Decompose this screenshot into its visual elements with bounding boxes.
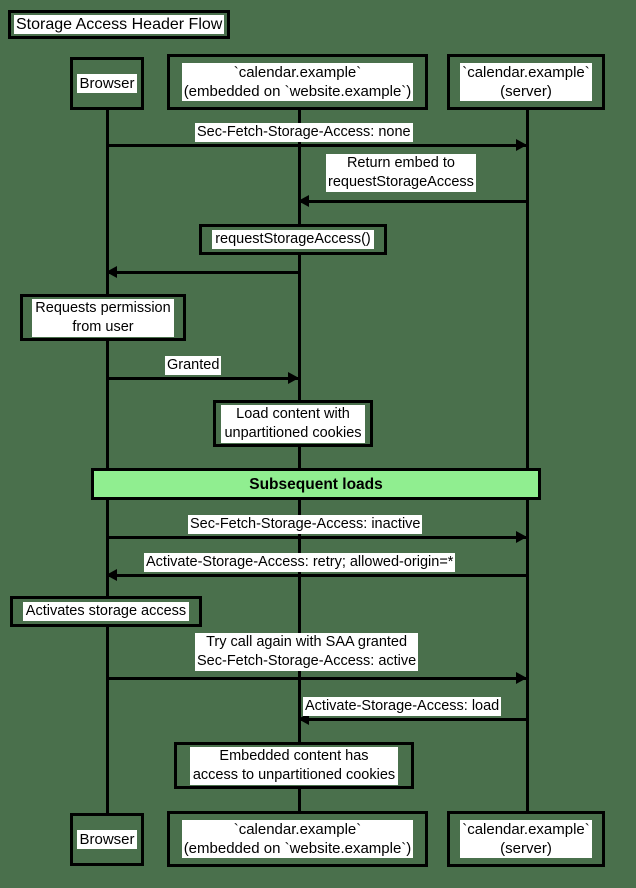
participant-header-server-label: `calendar.example` (server) [460, 63, 592, 101]
message-line-m1 [106, 144, 527, 147]
participant-header-browser[interactable]: Browser [70, 57, 144, 110]
message-line-m6 [106, 677, 527, 680]
participant-footer-server[interactable]: `calendar.example` (server) [447, 811, 605, 867]
participant-header-browser-label: Browser [77, 74, 137, 93]
message-label-m3: Granted [165, 356, 222, 375]
participant-header-embedded[interactable]: `calendar.example` (embedded on `website… [167, 54, 428, 110]
note-requests-permission: Requests permission from user [20, 294, 186, 341]
lifeline-server [526, 110, 529, 813]
message-label-m5: Activate-Storage-Access: retry; allowed-… [144, 553, 456, 572]
note-requests-permission-label: Requests permission from user [32, 298, 174, 337]
note-activates-storage-access-label: Activates storage access [22, 602, 190, 621]
note-activates-storage-access: Activates storage access [10, 596, 202, 627]
diagram-title: Storage Access Header Flow [14, 15, 225, 34]
message-arrowhead-m1 [516, 139, 527, 151]
message-line-m3 [106, 377, 299, 380]
participant-header-server[interactable]: `calendar.example` (server) [447, 54, 605, 110]
note-request-storage-access-label: requestStorageAccess() [212, 230, 374, 249]
note-request-storage-access: requestStorageAccess() [199, 224, 387, 255]
divider-subsequent-loads-label: Subsequent loads [249, 475, 383, 493]
note-load-content: Load content with unpartitioned cookies [213, 400, 373, 447]
message-label-m4: Sec-Fetch-Storage-Access: inactive [188, 515, 423, 534]
participant-footer-browser-label: Browser [77, 830, 137, 849]
participant-header-embedded-label: `calendar.example` (embedded on `website… [181, 63, 414, 101]
message-arrowhead-m2 [298, 195, 309, 207]
message-label-m2: Return embed to requestStorageAccess [326, 154, 476, 192]
participant-footer-browser[interactable]: Browser [70, 813, 144, 866]
note-embedded-content-access: Embedded content has access to unpartiti… [174, 742, 414, 789]
message-arrowhead-return [106, 266, 117, 278]
diagram-title-box: Storage Access Header Flow [8, 10, 231, 39]
lifeline-embedded [298, 110, 301, 813]
message-arrowhead-m5 [106, 569, 117, 581]
message-label-m1: Sec-Fetch-Storage-Access: none [195, 123, 413, 142]
divider-subsequent-loads: Subsequent loads [91, 468, 541, 500]
message-line-m2 [298, 200, 527, 203]
note-embedded-content-access-label: Embedded content has access to unpartiti… [189, 746, 399, 785]
lifeline-browser [106, 110, 109, 813]
message-arrowhead-m7 [298, 713, 309, 725]
participant-footer-server-label: `calendar.example` (server) [460, 820, 592, 858]
message-label-m6: Try call again with SAA granted Sec-Fetc… [195, 633, 419, 671]
message-arrowhead-m4 [516, 531, 527, 543]
message-arrowhead-m3 [288, 372, 299, 384]
message-line-m7 [298, 718, 527, 721]
message-line-return [106, 271, 299, 274]
participant-footer-embedded-label: `calendar.example` (embedded on `website… [181, 820, 414, 858]
note-load-content-label: Load content with unpartitioned cookies [221, 404, 365, 443]
message-label-m7: Activate-Storage-Access: load [303, 697, 502, 716]
participant-footer-embedded[interactable]: `calendar.example` (embedded on `website… [167, 811, 428, 867]
message-line-m5 [106, 574, 527, 577]
message-arrowhead-m6 [516, 672, 527, 684]
message-line-m4 [106, 536, 527, 539]
